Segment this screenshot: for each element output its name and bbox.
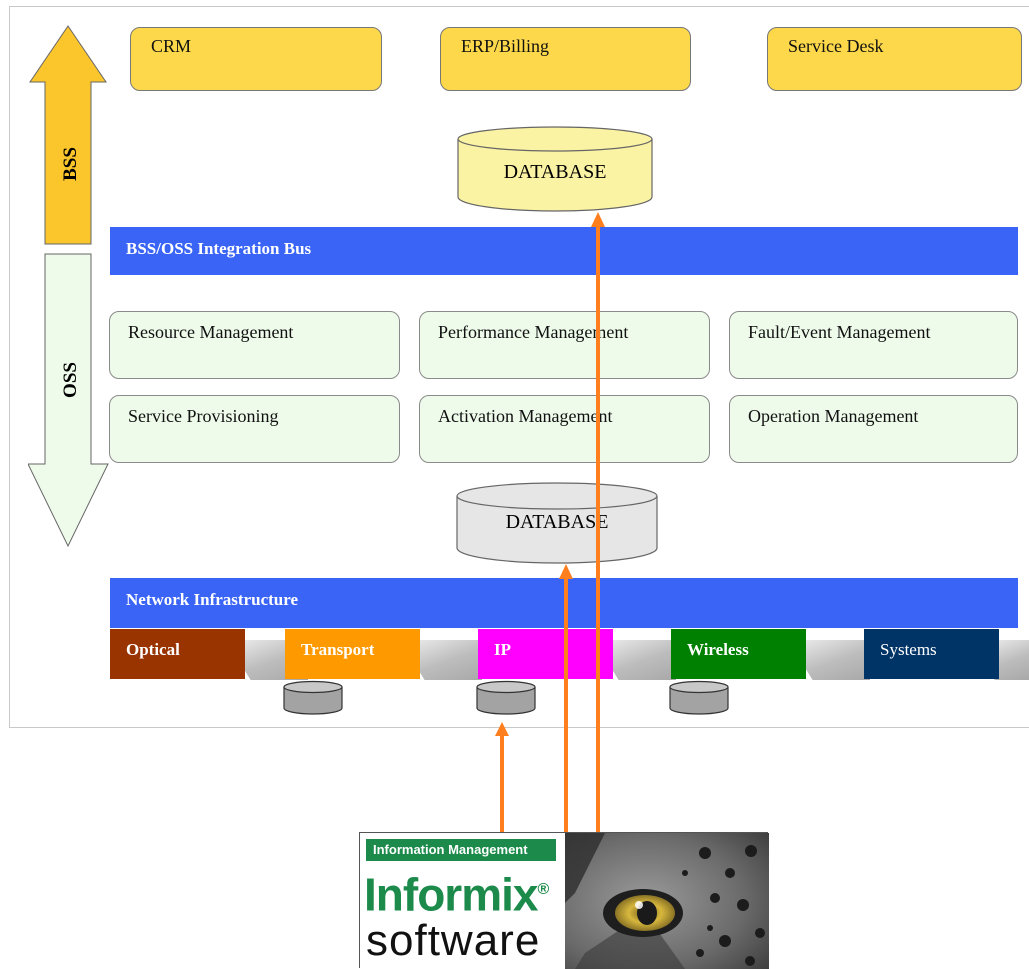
wireless-box: Wireless [671, 629, 806, 679]
bss-oss-arrows: BSS OSS [28, 25, 109, 548]
resource-management-label: Resource Management [128, 322, 294, 342]
performance-management-box: Performance Management [419, 311, 710, 379]
integration-bus: BSS/OSS Integration Bus [110, 227, 1018, 275]
software-wordmark: software [366, 919, 540, 963]
bss-database: DATABASE [457, 126, 653, 212]
optical-box: Optical [110, 629, 245, 679]
performance-management-label: Performance Management [438, 322, 629, 342]
activation-management-box: Activation Management [419, 395, 710, 463]
bss-database-label: DATABASE [504, 161, 607, 183]
informix-logo: Information Management Informix® softwar… [359, 832, 769, 969]
transport-label: Transport [301, 640, 375, 659]
systems-box: Systems [864, 629, 999, 679]
network-infrastructure-bus: Network Infrastructure [110, 578, 1018, 628]
erp-billing-box: ERP/Billing [440, 27, 691, 91]
oss-database: DATABASE [456, 482, 658, 564]
crm-label: CRM [151, 36, 192, 56]
information-management-bar: Information Management [366, 839, 556, 861]
resource-management-box: Resource Management [109, 311, 400, 379]
erp-billing-label: ERP/Billing [461, 36, 550, 56]
network-infrastructure-label: Network Infrastructure [126, 590, 299, 609]
wireless-label: Wireless [687, 640, 749, 659]
service-desk-box: Service Desk [767, 27, 1022, 91]
software-text: software [366, 916, 541, 965]
service-desk-label: Service Desk [788, 36, 884, 56]
operation-management-box: Operation Management [729, 395, 1018, 463]
crm-box: CRM [130, 27, 382, 91]
information-management-label: Information Management [373, 842, 528, 857]
service-provisioning-label: Service Provisioning [128, 406, 279, 426]
transport-database-icon [283, 680, 343, 715]
activation-management-label: Activation Management [438, 406, 613, 426]
fault-event-management-label: Fault/Event Management [748, 322, 931, 342]
systems-label: Systems [880, 640, 937, 659]
oss-arrow [28, 253, 109, 548]
oss-database-label: DATABASE [506, 511, 609, 533]
operation-management-label: Operation Management [748, 406, 919, 426]
fault-event-management-box: Fault/Event Management [729, 311, 1018, 379]
informix-logo-text-panel: Information Management Informix® softwar… [360, 833, 565, 969]
ip-label: IP [494, 640, 511, 659]
registered-mark: ® [537, 881, 549, 898]
ip-database-icon [476, 680, 536, 715]
transport-box: Transport [285, 629, 420, 679]
bss-label: BSS [60, 147, 81, 181]
oss-label: OSS [60, 362, 81, 398]
ip-box: IP [478, 629, 613, 679]
optical-label: Optical [126, 640, 180, 659]
wireless-database-icon [669, 680, 729, 715]
bss-arrow [29, 25, 107, 245]
integration-bus-label: BSS/OSS Integration Bus [126, 239, 312, 258]
service-provisioning-box: Service Provisioning [109, 395, 400, 463]
cheetah-eye-image [565, 833, 769, 969]
informix-wordmark: Informix® [364, 867, 549, 921]
informix-brand-text: Informix [364, 868, 538, 921]
